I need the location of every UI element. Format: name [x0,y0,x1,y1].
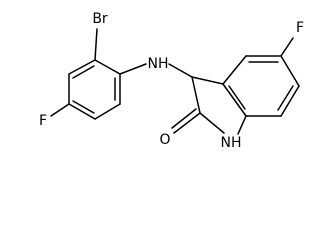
lactam-ring [171,76,247,135]
bond-c3-c3a [191,76,224,85]
atom-label-f-left: F [39,113,47,129]
bond-nh-c3 [168,63,193,78]
bond-c2-o-1 [173,112,201,134]
bond-c4-f [50,103,70,117]
chemical-structure-diagram: Br NH F F NH O [39,11,304,151]
bond-c7a-c3a [222,83,247,117]
bond-c2-n1 [199,112,225,134]
bond-c5-c6 [280,55,300,87]
bond-c5-c6 [94,103,121,120]
atom-label-nh-ring: NH [221,135,242,151]
bond-n1-c7a [237,115,247,135]
bond-c1-nh [119,63,147,75]
atom-label-nh-linker: NH [148,56,169,72]
bond-c4-c5 [68,103,96,120]
bond-c1-c2 [94,59,121,75]
bond-c2-c3 [68,59,96,75]
atom-label-br: Br [92,11,108,27]
bond-c6-c7 [280,85,300,117]
double-bond-c6-c7-inner [277,85,294,111]
double-bond-c4-c5-inner [72,100,95,114]
double-bond-c2-c3-inner [72,65,95,79]
double-bond-c7a-c3a-inner [228,85,246,110]
bond-c5-f [280,37,294,57]
atom-label-o: O [159,132,170,148]
bond-c2-br [94,28,98,61]
bond-c3a-c4 [222,55,247,85]
bond-c2-o-2 [171,108,197,129]
atom-label-f-right: F [296,20,304,36]
bond-c3-c2 [191,76,201,114]
bromofluorophenyl-ring [50,28,147,120]
fused-fluorobenzene-ring [222,37,300,117]
